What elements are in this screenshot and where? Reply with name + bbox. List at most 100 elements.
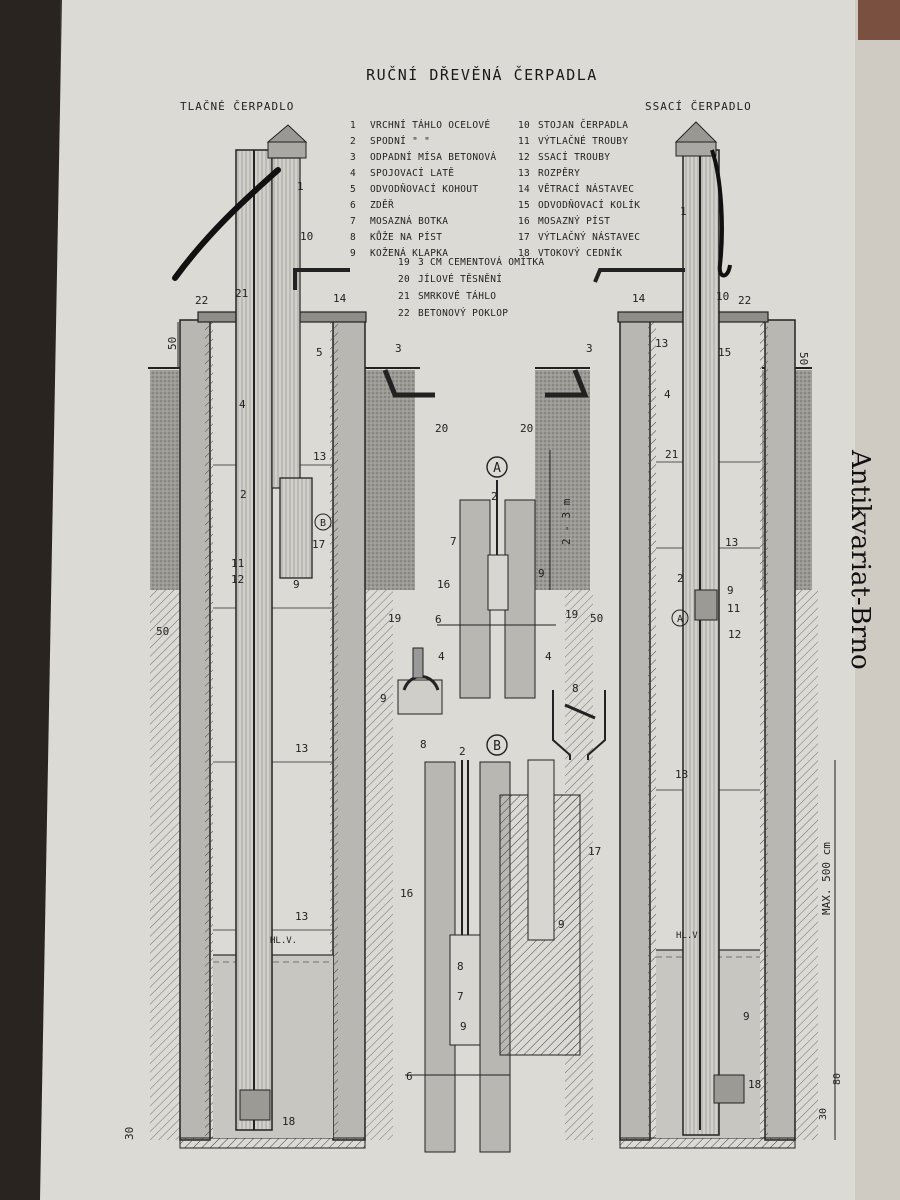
- legend-text: SPOJOVACÍ LATĚ: [370, 167, 454, 179]
- legend-number: 7: [350, 216, 356, 227]
- legend-text: BETONOVÝ POKLOP: [418, 307, 508, 319]
- left-pump-subtitle: TLAČNÉ ČERPADLO: [180, 100, 294, 113]
- dim-max-500: MAX. 500 cm: [820, 842, 833, 915]
- detail-a-marker: [486, 456, 508, 478]
- detail-a-wall-left: [459, 499, 491, 699]
- legend-text: ZDĚŘ: [370, 199, 394, 211]
- callout-13-right-3: 13: [675, 768, 688, 781]
- callout-11-right: 11: [727, 602, 740, 615]
- right-well-bottom: [619, 1137, 796, 1149]
- detail-a-label: A: [493, 461, 501, 476]
- legend-number: 15: [518, 200, 530, 211]
- legend-number: 3: [350, 152, 356, 163]
- right-well-wall-inner: [619, 319, 651, 1141]
- callout-4-left: 4: [239, 398, 246, 411]
- callout-14-right: 14: [632, 292, 646, 305]
- dim-30-left: 30: [123, 1127, 136, 1140]
- callout-21-right: 21: [665, 448, 678, 461]
- detail-b-marker: [486, 734, 508, 756]
- callout-18-left: 18: [282, 1115, 295, 1128]
- callout-19-right: 19: [565, 608, 578, 621]
- legend-text: SMRKOVÉ TÁHLO: [418, 290, 496, 302]
- legend-text: 3 CM CEMENTOVÁ OMÍTKA: [418, 256, 544, 268]
- page-edge: [855, 0, 900, 1200]
- callout-6-detail-a: 6: [435, 613, 442, 626]
- detail-a-ref-right: A: [677, 614, 683, 625]
- callout-9-detail-a: 9: [538, 567, 545, 580]
- legend-text: VRCHNÍ TÁHLO OCELOVÉ: [370, 119, 490, 131]
- next-page-corner: [858, 0, 900, 40]
- callout-8-valve: 8: [420, 738, 427, 751]
- callout-18-right: 18: [748, 1078, 761, 1091]
- legend-text: ODVODŇOVACÍ KOHOUT: [370, 183, 478, 195]
- dim-30-right: 30: [818, 1108, 829, 1120]
- callout-11-left: 11: [231, 557, 244, 570]
- callout-22-right: 22: [738, 294, 751, 307]
- dim-2-3m: 2 - 3 m: [560, 498, 573, 545]
- right-piston-a: [694, 589, 718, 621]
- callout-9-left: 9: [293, 578, 300, 591]
- callout-13-right-1: 13: [655, 337, 668, 350]
- legend-text: MOSAZNÝ PÍST: [538, 215, 610, 227]
- water-level-right: HL.V.: [676, 931, 703, 941]
- dim-right-50-mid: 50: [590, 612, 603, 625]
- diagram-title: RUČNÍ DŘEVĚNÁ ČERPADLA: [366, 65, 598, 84]
- callout-5: 5: [316, 346, 323, 359]
- callout-4-right: 4: [664, 388, 671, 401]
- flap-detail: [552, 690, 606, 760]
- callout-8-detail-b: 8: [457, 960, 464, 973]
- legend-number: 8: [350, 232, 356, 243]
- legend-number: 17: [518, 232, 530, 243]
- callout-4-detail-a-left: 4: [438, 650, 445, 663]
- legend-number: 9: [350, 248, 356, 259]
- detail-b-piston: [449, 934, 481, 1046]
- callout-9-detail-b-right: 9: [558, 918, 565, 931]
- legend-text: ROZPĚRY: [538, 167, 580, 179]
- right-strainer: [713, 1074, 745, 1104]
- callout-13-left-1: 13: [313, 450, 326, 463]
- legend-text: VÝTLAČNÝ NÁSTAVEC: [538, 231, 640, 243]
- left-pressure-attachment: [279, 477, 313, 579]
- legend-text: KŮŽE NA PÍST: [370, 231, 442, 243]
- callout-12-left: 12: [231, 573, 244, 586]
- left-pump-handle: [172, 167, 281, 281]
- legend-number: 13: [518, 168, 530, 179]
- callout-2-left: 2: [240, 488, 247, 501]
- water-level-left: HL.V.: [270, 936, 297, 946]
- legend-number: 2: [350, 136, 356, 147]
- callout-16-detail-b: 16: [400, 887, 413, 900]
- legend-text: VĚTRACÍ NÁSTAVEC: [538, 183, 634, 195]
- callout-4-detail-a-right: 4: [545, 650, 552, 663]
- callout-7-detail-b: 7: [457, 990, 464, 1003]
- callout-9-valve: 9: [380, 692, 387, 705]
- callout-9-detail-b: 9: [460, 1020, 467, 1033]
- legend-text: SSACÍ TROUBY: [538, 151, 610, 163]
- legend-number: 22: [398, 308, 410, 319]
- right-soil-inner: [535, 370, 590, 590]
- callout-22-left: 22: [195, 294, 208, 307]
- legend-text: SPODNÍ " ": [370, 135, 430, 147]
- right-pump-subtitle: SSACÍ ČERPADLO: [645, 100, 752, 113]
- right-drain-bowl: [545, 369, 589, 398]
- legend-number: 21: [398, 291, 410, 302]
- callout-20-left: 20: [435, 422, 448, 435]
- callout-9-right-bottom: 9: [743, 1010, 750, 1023]
- legend-text: VÝTLAČNÉ TROUBY: [538, 135, 628, 147]
- dimensions: 50 50 50 50 2 - 3 m MAX. 500 cm 80 30 30…: [123, 322, 843, 1140]
- callout-13-left-2: 13: [295, 742, 308, 755]
- left-soil-inner: [365, 370, 415, 590]
- callout-7-detail-a: 7: [450, 535, 457, 548]
- detail-b: B: [405, 734, 581, 1153]
- callout-17-detail-b: 17: [588, 845, 601, 858]
- legend-number: 20: [398, 274, 410, 285]
- detail-a-piston: [487, 554, 509, 611]
- dim-left-50-mid: 50: [156, 625, 169, 638]
- detail-b-label: B: [493, 739, 501, 754]
- callout-10-right: 10: [716, 290, 729, 303]
- callout-10-left: 10: [300, 230, 313, 243]
- legend-text: ODVODŇOVACÍ KOLÍK: [538, 199, 640, 211]
- right-outlet-pipe: [593, 268, 685, 283]
- left-pump: [148, 124, 435, 1149]
